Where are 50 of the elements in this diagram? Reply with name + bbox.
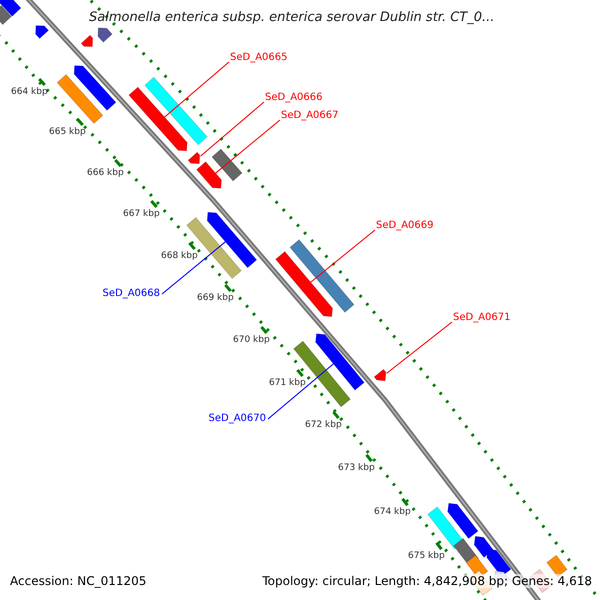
gene-label: SeD_A0671 [453,312,510,324]
gene-label: SeD_A0670 [208,413,266,425]
gene-feature [447,502,479,540]
gene-feature [474,536,494,558]
footer-text: Accession: NC_011205 [10,574,146,588]
gene-feature [211,148,243,182]
gene-feature [144,76,208,146]
gene-feature [35,25,50,40]
leader-line [162,241,226,294]
tick-label: 666 kbp [87,168,124,179]
gene-feature [56,74,104,124]
tick-label: 669 kbp [197,293,234,304]
gene-feature [0,0,22,17]
leader-line [310,230,376,283]
gene-feature [206,212,258,268]
leader-line [164,62,230,118]
gene-label: SeD_A0669 [376,220,434,232]
tick-label: 667 kbp [123,209,160,220]
gene-feature [315,333,365,391]
gene-feature [374,368,386,382]
gene-feature [289,239,355,313]
gene-feature [128,86,188,152]
title: Salmonella enterica subsp. enterica serovar Dublin str. CT_0... [89,10,494,26]
tick-label: 672 kbp [305,420,342,431]
gene-label: SeD_A0668 [102,288,160,300]
tick-label: 668 kbp [161,251,198,262]
leader-line [268,363,334,420]
leader-line [386,322,452,374]
gene-feature [427,506,465,550]
gene-feature [546,554,568,578]
gene-label: SeD_A0665 [230,52,288,64]
gene-feature [98,27,113,43]
footer-text: Topology: circular; Length: 4,842,908 bp; Genes: 4,618 [262,574,592,588]
gene-label: SeD_A0667 [281,110,338,122]
gene-feature [0,4,12,26]
tick-label: 675 kbp [408,551,445,562]
gene-feature [275,251,333,318]
gene-label: SeD_A0666 [265,92,322,104]
tick-label: 665 kbp [49,127,86,138]
tick-label: 670 kbp [233,335,270,346]
tick-label: 664 kbp [11,87,48,98]
leader-line [215,120,280,174]
gene-feature [80,34,94,48]
leader-line [200,102,264,157]
gene-feature [74,65,116,111]
gene-feature [196,161,222,189]
tick-label: 671 kbp [269,378,306,389]
tick-label: 674 kbp [374,507,411,518]
tick-label: 673 kbp [338,463,375,474]
gene-feature [188,152,200,164]
